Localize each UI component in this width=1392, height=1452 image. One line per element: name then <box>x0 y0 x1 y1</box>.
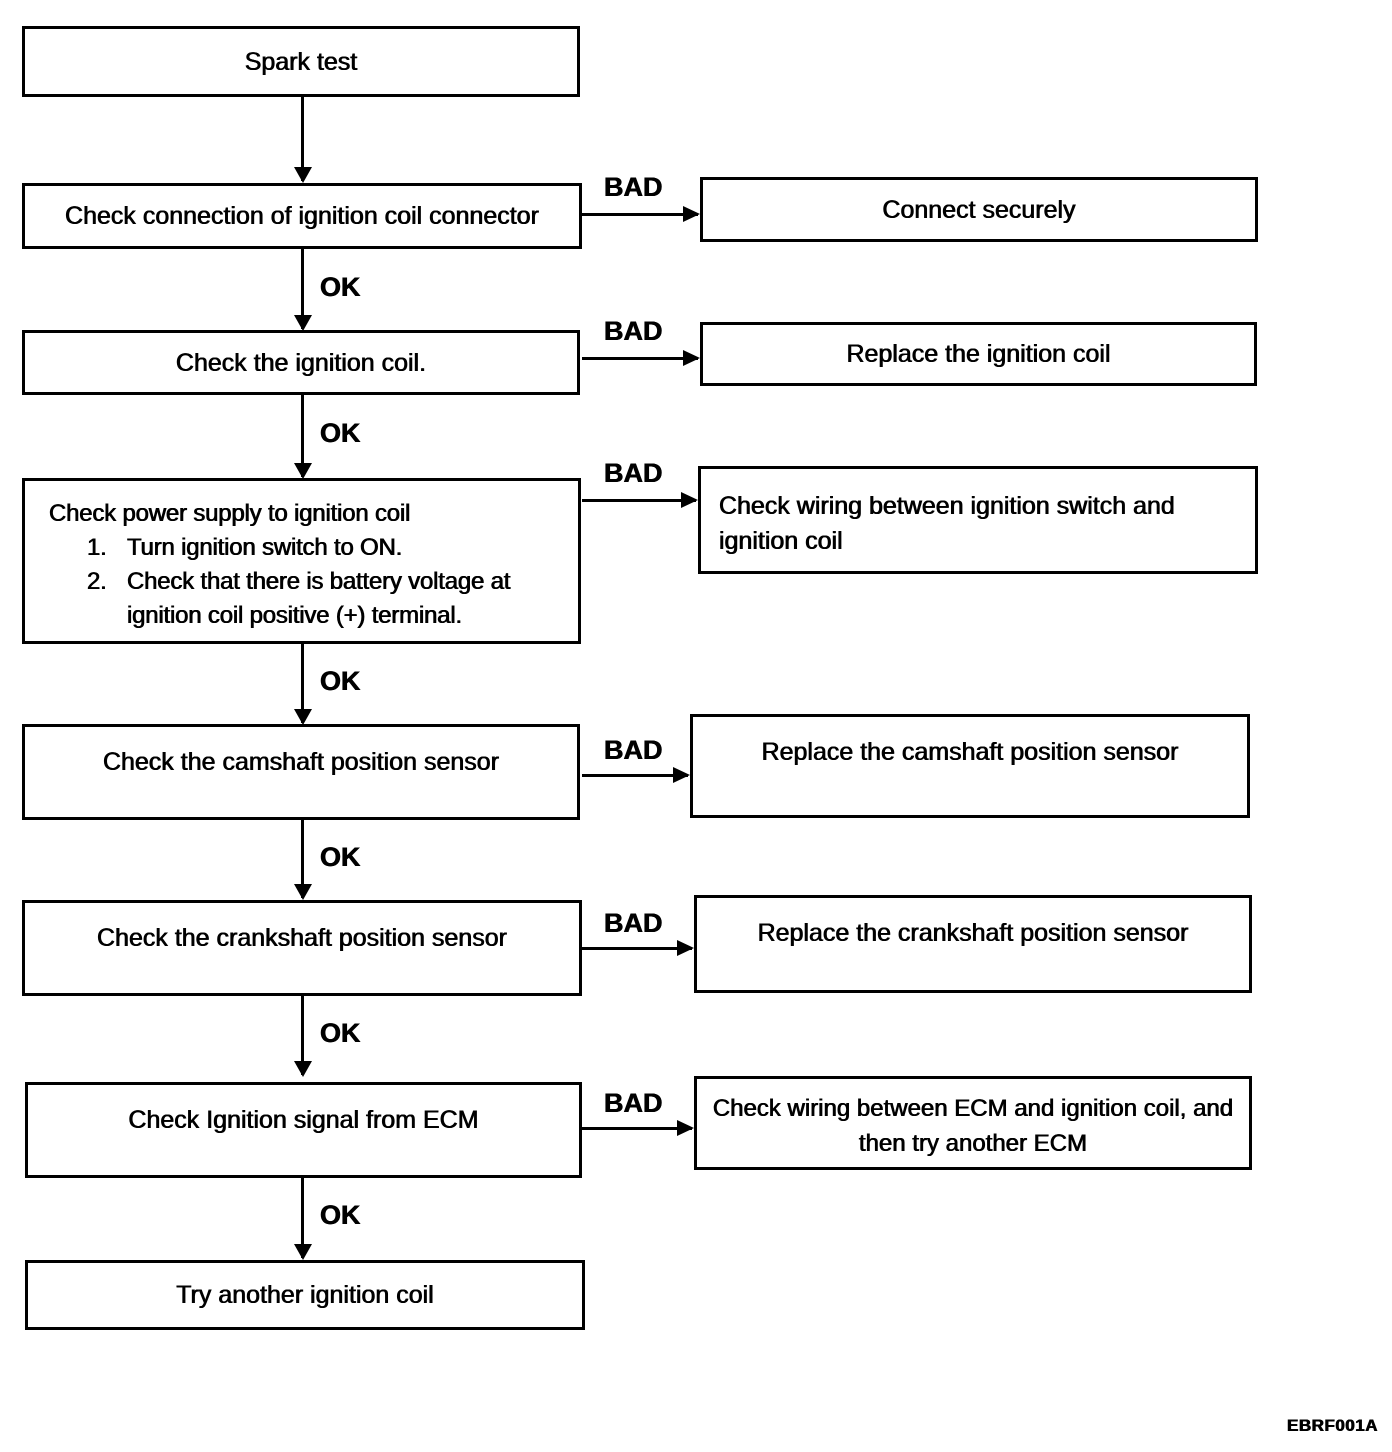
down-arrow-1 <box>294 97 312 183</box>
ok-label-2: OK <box>320 418 361 448</box>
ok-label-6: OK <box>320 1200 361 1230</box>
down-arrow-4 <box>294 644 312 725</box>
bad-label-4: BAD <box>604 735 663 765</box>
ok-label-4: OK <box>320 842 361 872</box>
down-arrow-7 <box>294 1178 312 1260</box>
down-arrow-2 <box>294 249 312 331</box>
ok-label-3: OK <box>320 666 361 696</box>
action-box-check-wiring-ecm: Check wiring between ECM and ignition co… <box>694 1076 1252 1170</box>
step-box-check-power-supply: Check power supply to ignition coil 1. T… <box>22 478 581 644</box>
action-box-check-wiring-switch: Check wiring between ignition switch and… <box>698 466 1258 574</box>
bad-arrow-5 <box>582 940 694 956</box>
bad-label-6: BAD <box>604 1088 663 1118</box>
step-check-item-1: 1. Turn ignition switch to ON. <box>87 531 576 565</box>
step-title: Check power supply to ignition coil <box>49 500 411 527</box>
step-check-item-2: 2. Check that there is battery voltage a… <box>87 565 576 633</box>
down-arrow-5 <box>294 820 312 900</box>
bad-arrow-3 <box>582 492 698 508</box>
step-box-check-ignition-signal: Check Ignition signal from ECM <box>25 1082 582 1178</box>
item-text: Check that there is battery voltage at i… <box>127 568 511 629</box>
bad-arrow-2 <box>582 350 700 366</box>
figure-code: EBRF001A <box>1287 1416 1378 1435</box>
bad-arrow-6 <box>582 1120 694 1136</box>
bad-arrow-4 <box>582 767 690 783</box>
action-box-replace-crankshaft-sensor: Replace the crankshaft position sensor <box>694 895 1252 993</box>
ok-label-5: OK <box>320 1018 361 1048</box>
item-text: Turn ignition switch to ON. <box>127 534 403 561</box>
step-box-check-ignition-coil: Check the ignition coil. <box>22 330 580 395</box>
step-box-spark-test: Spark test <box>22 26 580 97</box>
step-box-check-connector: Check connection of ignition coil connec… <box>22 183 582 249</box>
action-box-connect-securely: Connect securely <box>700 177 1258 242</box>
bad-label-3: BAD <box>604 458 663 488</box>
action-box-replace-camshaft-sensor: Replace the camshaft position sensor <box>690 714 1250 818</box>
step-box-try-another-coil: Try another ignition coil <box>25 1260 585 1330</box>
down-arrow-3 <box>294 395 312 479</box>
bad-label-1: BAD <box>604 172 663 202</box>
bad-arrow-1 <box>582 206 700 222</box>
item-number: 1. <box>87 534 107 561</box>
down-arrow-6 <box>294 996 312 1077</box>
bad-label-2: BAD <box>604 316 663 346</box>
step-box-check-crankshaft-sensor: Check the crankshaft position sensor <box>22 900 582 996</box>
step-box-check-camshaft-sensor: Check the camshaft position sensor <box>22 724 580 820</box>
action-box-replace-ignition-coil: Replace the ignition coil <box>700 322 1257 386</box>
bad-label-5: BAD <box>604 908 663 938</box>
item-number: 2. <box>87 568 107 595</box>
ok-label-1: OK <box>320 272 361 302</box>
